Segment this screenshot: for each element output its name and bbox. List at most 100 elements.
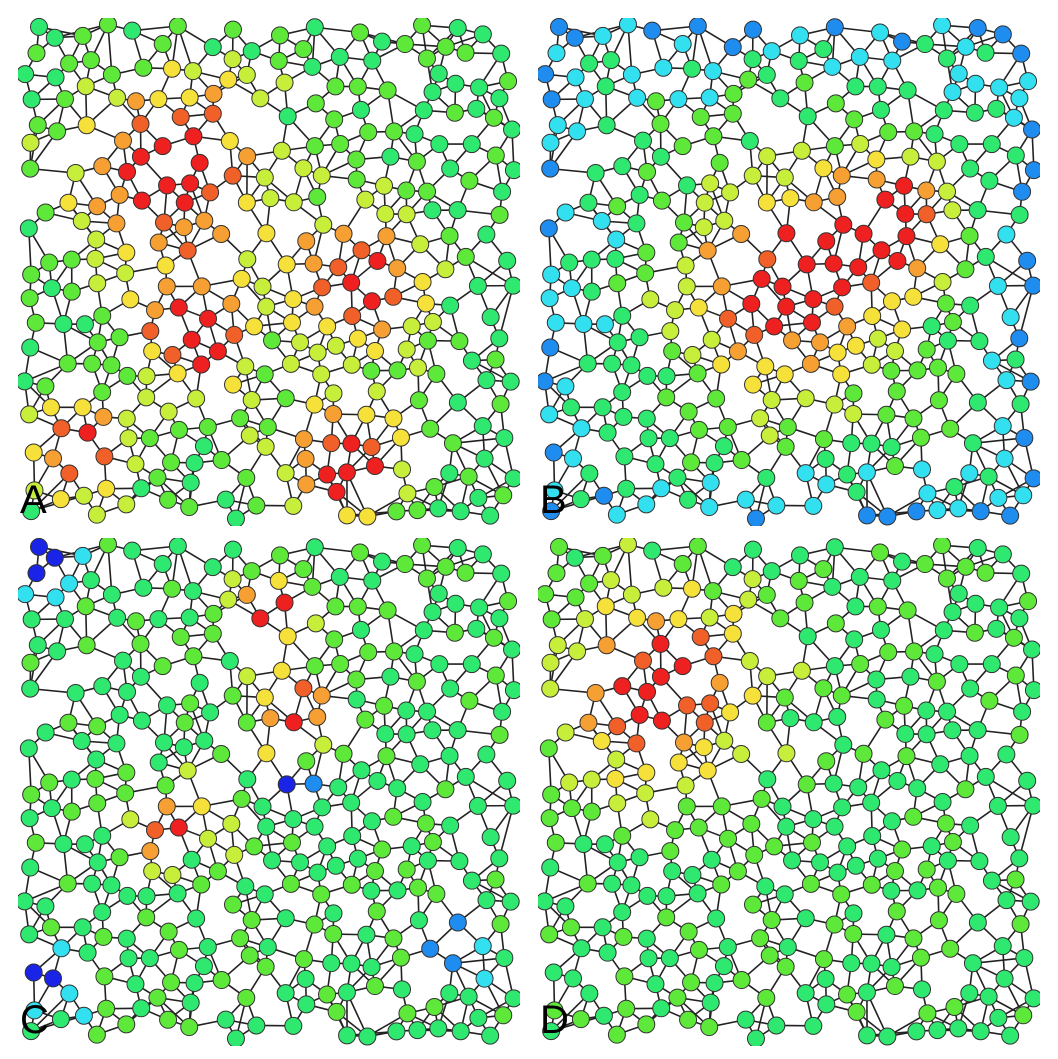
- network-node: [238, 250, 257, 269]
- network-node: [597, 636, 616, 655]
- network-node: [190, 153, 209, 172]
- network-node: [887, 902, 906, 921]
- network-node: [689, 818, 708, 837]
- network-node: [637, 243, 656, 262]
- network-node: [409, 391, 428, 410]
- network-node: [168, 538, 187, 556]
- network-node: [862, 793, 881, 812]
- network-node: [184, 647, 203, 666]
- network-node: [257, 817, 276, 836]
- network-node: [238, 770, 257, 789]
- network-node: [232, 269, 251, 288]
- network-node: [674, 213, 693, 232]
- network-node: [777, 817, 796, 836]
- network-node: [162, 973, 181, 992]
- network-node: [398, 1004, 417, 1023]
- network-node: [329, 778, 348, 797]
- network-node: [630, 705, 649, 724]
- network-node: [593, 918, 612, 937]
- network-node: [762, 391, 781, 410]
- network-node: [504, 161, 520, 180]
- network-node: [637, 929, 656, 948]
- network-node: [326, 336, 345, 355]
- network-node: [701, 993, 720, 1012]
- network-node: [131, 667, 150, 686]
- network-node: [594, 486, 613, 505]
- network-node: [608, 794, 627, 813]
- network-node: [388, 779, 407, 798]
- network-node: [223, 50, 242, 69]
- network-node: [777, 224, 796, 243]
- network-node: [477, 371, 496, 390]
- network-node: [918, 1004, 937, 1023]
- network-node: [596, 597, 615, 616]
- network-node: [824, 774, 843, 793]
- network-node: [60, 984, 79, 1003]
- network-node: [971, 502, 990, 521]
- network-node: [868, 849, 887, 868]
- network-node: [87, 505, 106, 524]
- network-node: [73, 918, 92, 937]
- network-node: [494, 486, 513, 505]
- network-node: [494, 1006, 513, 1025]
- network-node: [395, 35, 414, 54]
- network-node: [915, 555, 934, 574]
- network-node: [707, 389, 726, 408]
- network-node: [170, 420, 189, 439]
- network-node: [102, 65, 121, 84]
- network-node: [490, 205, 509, 224]
- network-node: [362, 437, 381, 456]
- network-node: [93, 903, 112, 922]
- network-node: [652, 711, 671, 730]
- network-node: [149, 610, 168, 629]
- network-node: [816, 449, 835, 468]
- network-node: [83, 874, 102, 893]
- network-node: [540, 289, 559, 308]
- network-node: [78, 423, 97, 442]
- network-node: [832, 166, 851, 185]
- network-node: [844, 384, 863, 403]
- network-node: [622, 585, 641, 604]
- network-node: [538, 585, 555, 604]
- network-node: [327, 482, 346, 501]
- network-node: [413, 538, 432, 555]
- network-node: [275, 593, 294, 612]
- network-node: [608, 717, 627, 736]
- network-node: [568, 642, 587, 661]
- network-node: [885, 977, 904, 996]
- network-node: [580, 464, 599, 483]
- network-node: [131, 147, 150, 166]
- network-node: [181, 993, 200, 1012]
- network-node: [486, 350, 505, 369]
- network-node: [253, 277, 272, 296]
- network-node: [294, 430, 313, 449]
- network-node: [1024, 681, 1040, 700]
- network-node: [324, 904, 343, 923]
- network-node: [751, 929, 770, 948]
- network-node: [462, 871, 481, 890]
- network-node: [73, 398, 92, 417]
- network-node: [1011, 395, 1030, 414]
- network-node: [963, 954, 982, 973]
- network-node: [712, 797, 731, 816]
- network-node: [931, 755, 950, 774]
- network-node: [132, 999, 151, 1018]
- network-node: [652, 479, 671, 498]
- network-node: [441, 816, 460, 835]
- network-node: [963, 434, 982, 453]
- network-node: [976, 247, 995, 266]
- network-node: [423, 313, 442, 332]
- network-node: [272, 141, 291, 160]
- network-node: [393, 980, 412, 999]
- network-node: [1019, 72, 1038, 91]
- network-node: [473, 25, 492, 44]
- network-node: [908, 259, 927, 278]
- network-node: [169, 298, 188, 317]
- network-node: [878, 507, 897, 526]
- network-node: [76, 77, 95, 96]
- network-node: [1024, 796, 1040, 815]
- network-node: [443, 954, 462, 973]
- network-node: [545, 481, 564, 500]
- network-node: [330, 567, 349, 586]
- network-node: [408, 501, 427, 520]
